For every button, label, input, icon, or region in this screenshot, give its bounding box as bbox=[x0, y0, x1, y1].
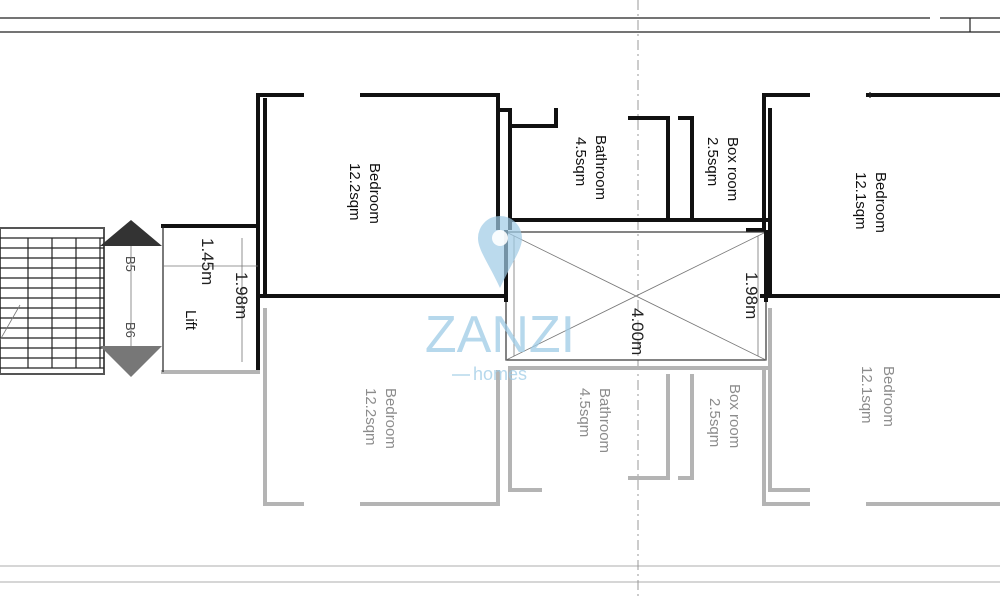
room-name: Box room bbox=[726, 384, 743, 448]
room-name: Bathroom bbox=[596, 388, 613, 453]
room-boxroom-upper: Box room 2.5sqm bbox=[704, 137, 741, 201]
room-area: 2.5sqm bbox=[704, 137, 721, 186]
room-area: 12.1sqm bbox=[858, 366, 875, 424]
location-pin-icon bbox=[478, 216, 522, 288]
room-name: Bathroom bbox=[592, 135, 609, 200]
room-name: Box room bbox=[724, 137, 741, 201]
room-area: 2.5sqm bbox=[706, 398, 723, 447]
watermark-brand: ZANZI bbox=[425, 306, 575, 364]
room-name: Bedroom bbox=[366, 163, 383, 224]
room-area: 12.1sqm bbox=[852, 172, 869, 230]
upper-apartment-walls bbox=[256, 92, 1000, 298]
lower-apartment-walls bbox=[263, 308, 1000, 506]
lift-width-dimension: 1.45m bbox=[198, 238, 217, 285]
lift-label: Lift bbox=[182, 310, 199, 331]
section-marker-b6: B6 bbox=[100, 322, 162, 377]
watermark-sub: homes bbox=[473, 364, 527, 384]
room-name: Bedroom bbox=[382, 388, 399, 449]
room-bedroom-lower-left: Bedroom 12.2sqm bbox=[362, 388, 399, 449]
room-bedroom-upper-right: Bedroom 12.1sqm bbox=[852, 172, 889, 233]
room-name: Bedroom bbox=[872, 172, 889, 233]
section-marker-b5: B5 bbox=[100, 220, 162, 272]
room-bathroom-lower: Bathroom 4.5sqm bbox=[576, 388, 613, 453]
site-boundary bbox=[0, 17, 1000, 583]
marker-b5-label: B5 bbox=[123, 256, 138, 272]
staircase bbox=[0, 227, 105, 375]
shaft-depth-dimension: 1.98m bbox=[742, 272, 761, 319]
lift: Lift 1.45m 1.98m bbox=[161, 224, 260, 374]
room-area: 4.5sqm bbox=[576, 388, 593, 437]
zanzi-watermark: ZANZI homes bbox=[425, 216, 575, 384]
shaft-width-dimension: 4.00m bbox=[628, 308, 647, 355]
room-area: 12.2sqm bbox=[362, 388, 379, 446]
room-bathroom-upper: Bathroom 4.5sqm bbox=[572, 135, 609, 200]
room-bedroom-upper-left: Bedroom 12.2sqm bbox=[346, 163, 383, 224]
lift-depth-dimension: 1.98m bbox=[232, 272, 251, 319]
marker-b6-label: B6 bbox=[123, 322, 138, 338]
light-shaft: 1.98m 4.00m bbox=[504, 230, 768, 361]
room-bedroom-lower-right: Bedroom 12.1sqm bbox=[858, 366, 897, 427]
room-boxroom-lower: Box room 2.5sqm bbox=[706, 384, 743, 448]
room-name: Bedroom bbox=[880, 366, 897, 427]
room-area: 4.5sqm bbox=[572, 137, 589, 186]
room-area: 12.2sqm bbox=[346, 163, 363, 221]
